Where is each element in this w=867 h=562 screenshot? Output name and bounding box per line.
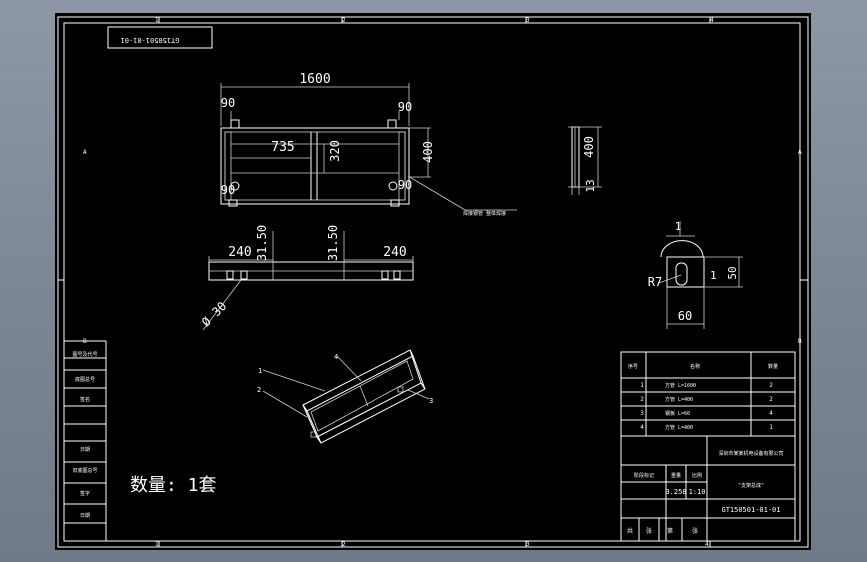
bom-header-no: 序号: [628, 363, 638, 370]
bom-row-4-no: 4: [640, 424, 644, 431]
drawing-sheet: 1 2 3 4 1 2 3 4 A B A B GT150501-01-01: [55, 13, 811, 550]
bom-row-3-no: 3: [640, 410, 644, 417]
bom-header-qty: 数量: [768, 363, 778, 370]
footer-sheet: 张: [692, 527, 698, 535]
dim-inner-height: 320: [328, 140, 342, 162]
left-column-table: [63, 340, 107, 542]
bom-row-4-name: 方管 L=400: [665, 424, 693, 431]
balloon-4: 4: [334, 353, 338, 361]
isometric-view: [262, 349, 430, 444]
bom-row-2-no: 2: [640, 396, 644, 403]
row-label-a-right: A: [798, 149, 802, 156]
cad-drawing: 1 2 3 4 1 2 3 4 A B A B GT150501-01-01: [57, 16, 809, 548]
col-label-3-top: 3: [526, 17, 530, 24]
dim-left-top: 90: [221, 96, 235, 110]
outer-frame: [57, 16, 809, 548]
drawing-number-box: [107, 26, 213, 49]
bom-row-2-name: 方管 L=400: [665, 396, 693, 403]
title-block: [620, 435, 796, 542]
top-view: [202, 231, 414, 331]
col-label-2-bottom: 2: [342, 541, 346, 548]
dim-left-bottom: 90: [221, 183, 235, 197]
weld-note: 焊接钢管 整体焊接: [463, 210, 506, 217]
bom-row-1-qty: 2: [769, 382, 773, 389]
scale-value: 1:10: [689, 488, 706, 496]
dim-right-bottom: 90: [398, 178, 412, 192]
footer-sheets: 张: [646, 527, 652, 535]
dim-inner-width: 735: [271, 140, 294, 155]
col-label-4-bottom: 4: [705, 541, 709, 548]
dim-radius: R7: [648, 275, 662, 289]
dim-hole-b: 31.50: [326, 225, 340, 261]
bom-row-1-name: 方管 L=1600: [665, 382, 696, 389]
dim-slot-width: 60: [678, 309, 692, 323]
bom-header-name: 名称: [690, 363, 700, 370]
side-view: [568, 126, 602, 195]
left-col-label-7: 日期: [80, 513, 90, 519]
row-label-b-right: B: [798, 338, 802, 345]
row-label-a-left: A: [83, 149, 87, 156]
footer-sheet-no: 第: [667, 527, 673, 535]
slot-detail: [658, 221, 743, 329]
bom-row-3-name: 钢板 L=60: [665, 410, 690, 417]
col-label-3-bottom: 3: [526, 541, 530, 548]
left-col-label-1: 图号及代号: [72, 351, 97, 358]
front-view: [220, 83, 517, 211]
dim-overall-length: 1600: [299, 72, 330, 87]
dim-slot-height: 50: [726, 266, 739, 279]
dim-right-top: 90: [398, 100, 412, 114]
dim-side-height: 400: [582, 136, 596, 158]
left-col-label-6: 签字: [80, 490, 90, 497]
bom-row-3-qty: 4: [769, 410, 773, 417]
balloon-1: 1: [258, 367, 262, 375]
left-col-label-5: 旧底图总号: [72, 467, 97, 474]
col-label-2-top: 2: [342, 17, 346, 24]
inner-frame: [63, 22, 801, 542]
left-col-label-2: 底图总号: [75, 376, 95, 383]
bom-row-4-qty: 1: [769, 424, 773, 431]
scale-label: 比例: [692, 472, 702, 479]
footer-total: 共: [627, 527, 633, 535]
drawing-number-rotated: GT150501-01-01: [120, 36, 179, 44]
weight-label: 重量: [671, 472, 681, 479]
bom-row-2-qty: 2: [769, 396, 773, 403]
company-name: 深圳市某某机电设备有限公司: [718, 450, 783, 457]
bom-row-1-no: 1: [640, 382, 644, 389]
dim-diameter: Ø 30: [199, 299, 229, 329]
dim-hole-a: 31.50: [255, 225, 269, 261]
col-label-4-top: 4: [710, 17, 714, 24]
weight-value: 3.258: [665, 488, 686, 496]
stage-mark-label: 阶段标记: [634, 472, 654, 479]
dim-slot-small: 1: [710, 269, 717, 282]
dim-outer-height: 400: [421, 141, 435, 163]
balloon-3: 3: [429, 397, 433, 405]
section-mark: 1: [675, 220, 682, 233]
dim-left-offset: 240: [228, 245, 251, 260]
part-name: "支架总成": [738, 482, 764, 489]
col-label-1-bottom: 1: [155, 541, 159, 548]
dim-right-offset: 240: [383, 245, 406, 260]
left-col-label-3: 签名: [80, 396, 90, 403]
title-drawing-number: GT150501-01-01: [721, 506, 780, 514]
quantity-note: 数量: 1套: [130, 475, 217, 496]
balloon-2: 2: [257, 386, 261, 394]
col-label-1-top: 1: [155, 17, 159, 24]
dim-side-thick: 13: [584, 179, 597, 192]
left-col-label-4: 日期: [80, 447, 90, 453]
